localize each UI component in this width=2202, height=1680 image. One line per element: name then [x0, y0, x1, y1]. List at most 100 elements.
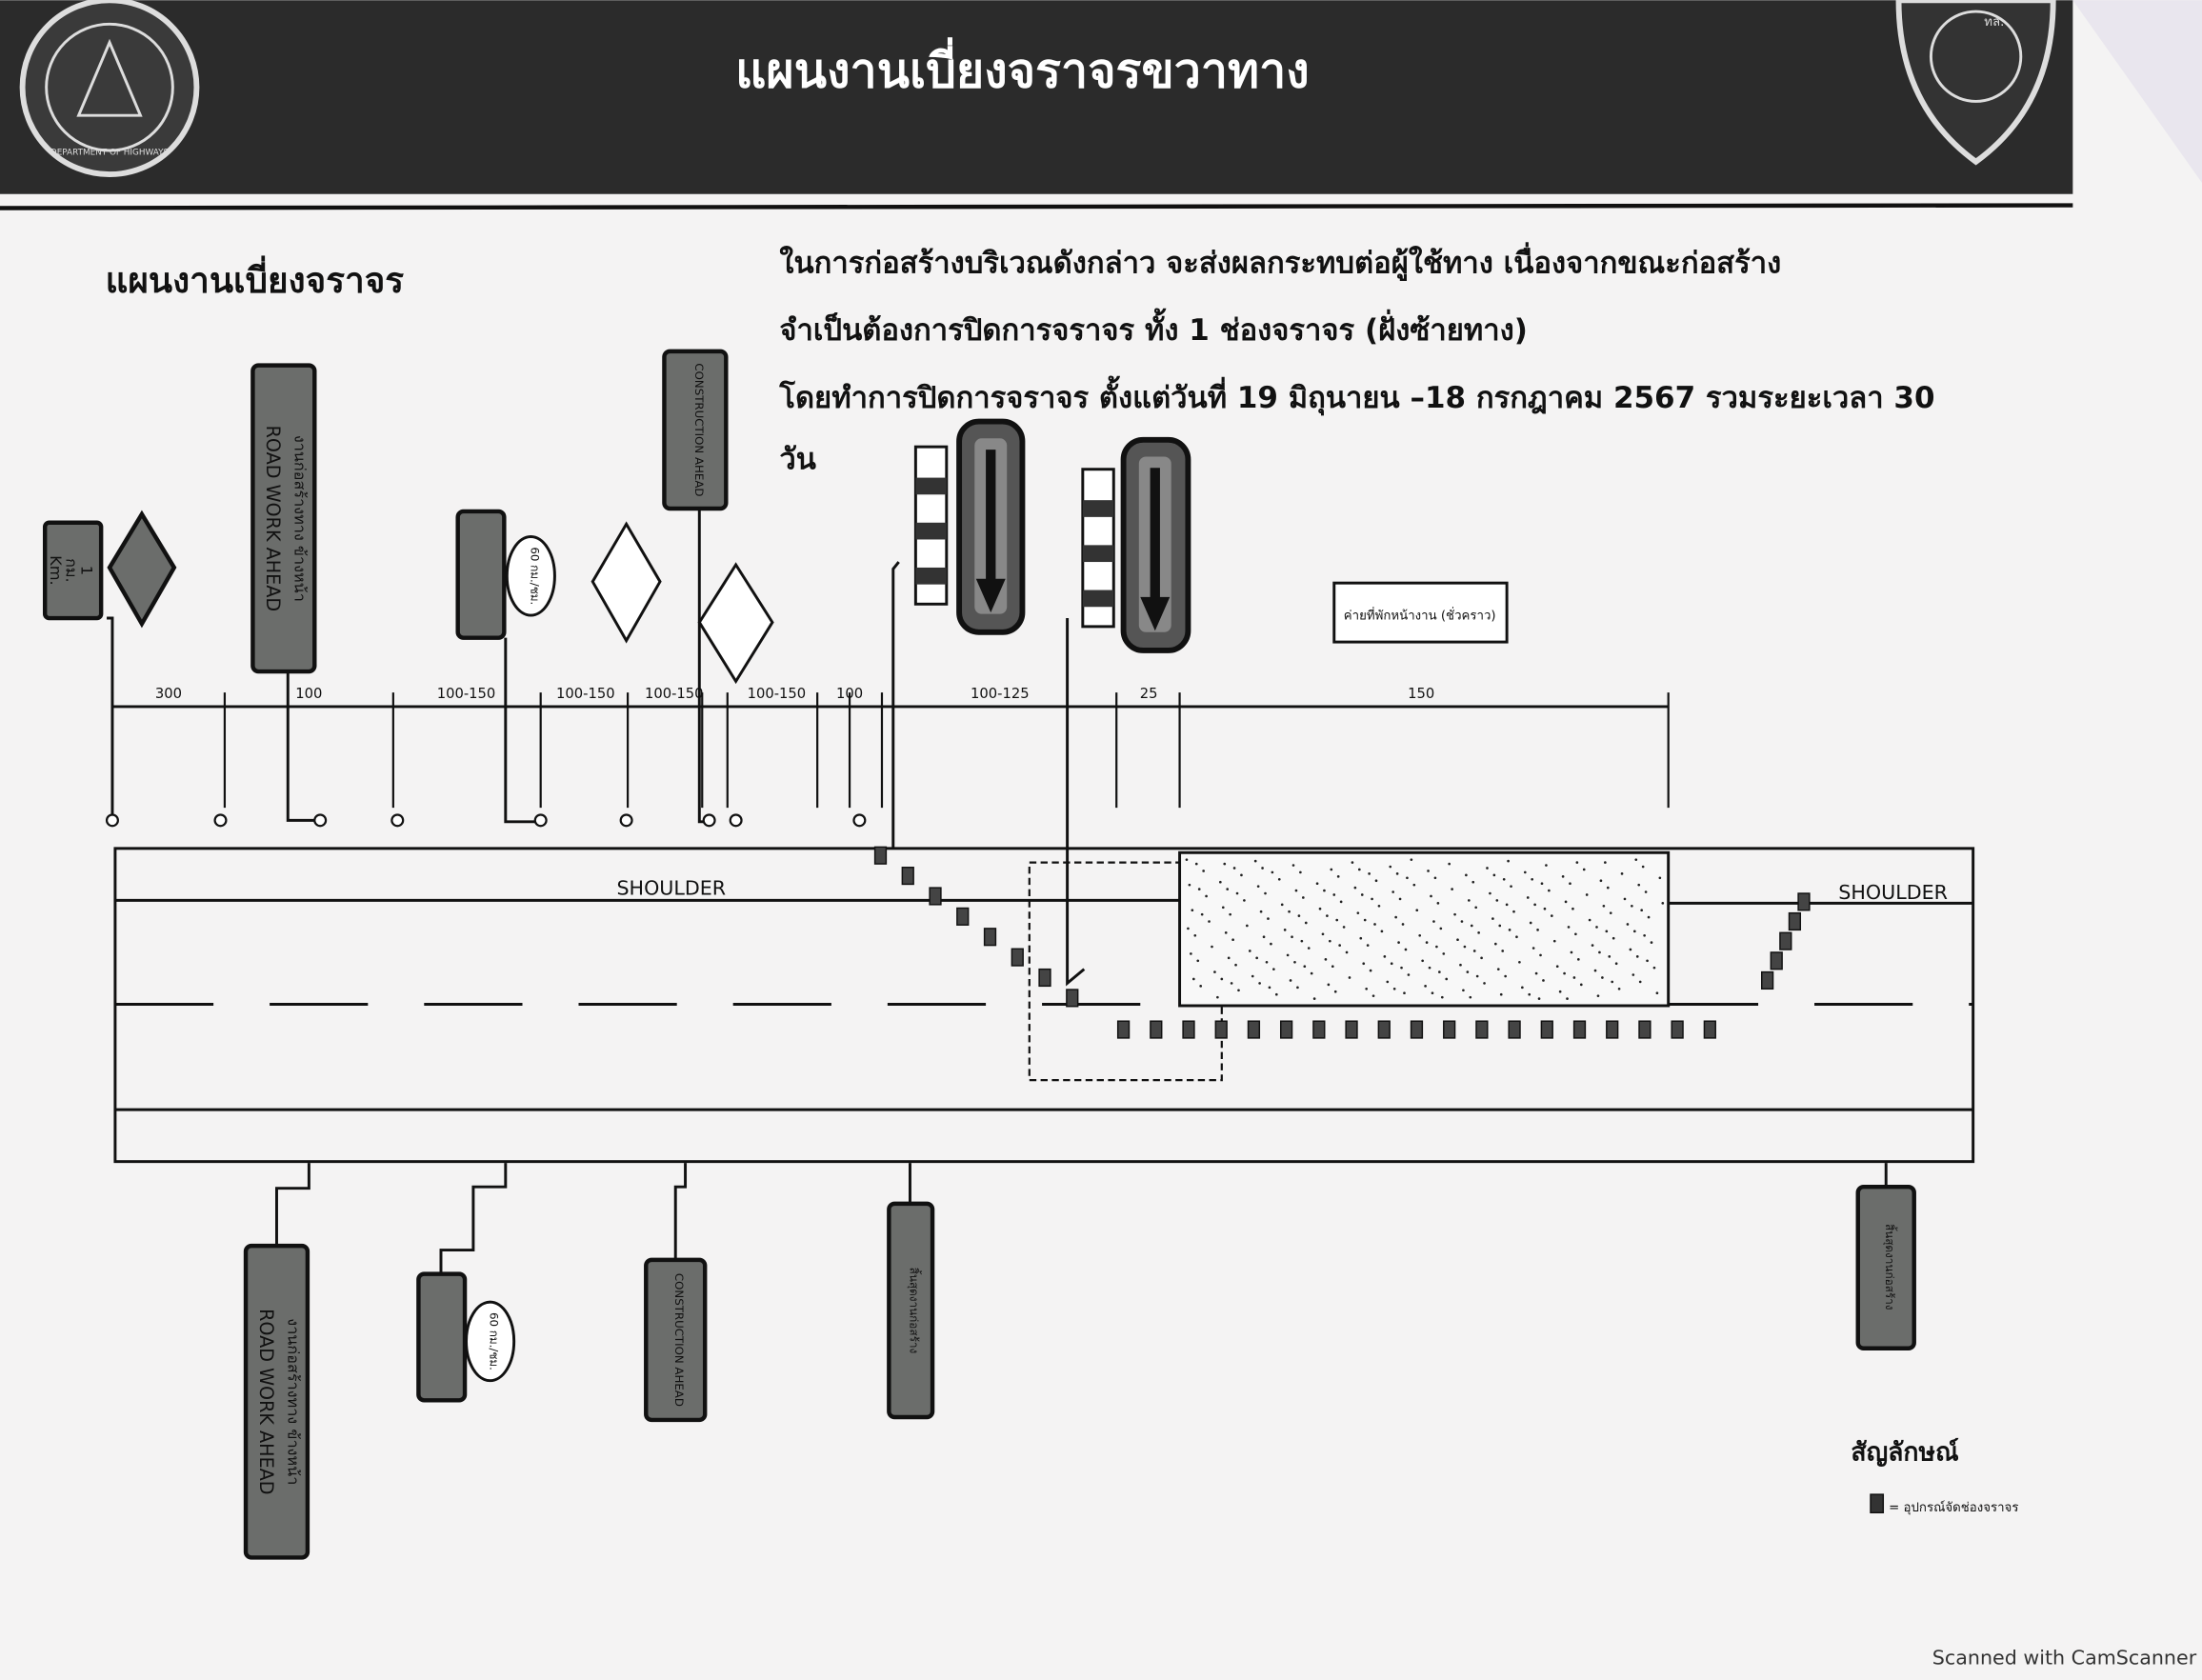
channelizing-device	[1345, 1020, 1358, 1039]
gravel-dot	[1631, 973, 1635, 976]
gravel-dot	[1356, 911, 1360, 915]
gravel-dot	[1232, 867, 1236, 870]
gravel-dot	[1655, 991, 1659, 995]
gravel-dot	[1440, 995, 1444, 999]
shoulder-label-right: SHOULDER	[1838, 881, 1948, 904]
gravel-dot	[1558, 990, 1562, 993]
gravel-dot	[1255, 956, 1258, 960]
gravel-dot	[1226, 888, 1230, 890]
gravel-dot	[1191, 909, 1194, 912]
gravel-dot	[1494, 942, 1497, 946]
sign-post-icon	[702, 813, 716, 828]
gravel-dot	[1326, 914, 1329, 917]
gravel-dot	[1327, 983, 1331, 987]
gravel-dot	[1289, 979, 1292, 982]
gravel-dot	[1368, 872, 1371, 875]
gravel-dot	[1401, 923, 1405, 926]
gravel-dot	[1521, 986, 1524, 990]
gravel-dot	[1304, 921, 1308, 925]
gravel-dot	[1465, 873, 1468, 877]
gravel-dot	[1640, 909, 1644, 912]
gravel-dot	[1550, 914, 1553, 917]
gravel-dot	[1644, 890, 1648, 893]
gravel-dot	[1540, 882, 1544, 886]
gravel-dot	[1605, 930, 1609, 933]
gravel-dot	[1332, 893, 1336, 896]
gravel-dot	[1430, 894, 1432, 898]
gravel-dot	[1462, 989, 1465, 992]
speed-limit-sign-bottom: 60 กม./ชม.	[416, 1163, 516, 1403]
gravel-dot	[1609, 911, 1612, 915]
gravel-dot	[1261, 867, 1264, 870]
camscanner-watermark: Scanned with CamScanner	[1932, 1647, 2197, 1670]
gravel-dot	[1569, 882, 1571, 886]
gravel-dot	[1629, 948, 1632, 951]
gravel-dot	[1442, 952, 1446, 955]
gravel-dot	[1638, 980, 1642, 984]
gravel-dot	[1380, 930, 1384, 933]
gravel-dot	[1531, 947, 1535, 950]
channelizing-device	[1770, 951, 1783, 970]
gravel-dot	[1213, 970, 1216, 973]
gravel-dot	[1576, 958, 1580, 961]
gravel-dot	[1585, 893, 1589, 896]
gravel-dot	[1365, 987, 1369, 990]
gravel-dot	[1193, 933, 1197, 937]
gravel-dot	[1268, 986, 1271, 990]
gravel-dot	[1235, 891, 1239, 895]
gravel-dot	[1518, 960, 1521, 964]
gravel-dot	[1507, 859, 1510, 863]
gravel-dot	[1486, 867, 1489, 870]
gravel-dot	[1435, 945, 1438, 949]
gravel-dot	[1643, 933, 1646, 937]
gravel-dot	[1208, 920, 1211, 923]
gravel-dot	[1555, 965, 1559, 969]
gravel-dot	[1395, 872, 1399, 875]
gravel-dot	[1459, 963, 1462, 967]
gravel-dot	[1599, 879, 1603, 883]
gravel-dot	[1280, 903, 1284, 907]
channelizing-device	[1182, 1020, 1195, 1039]
gravel-dot	[1491, 917, 1494, 920]
gravel-dot	[1470, 924, 1473, 928]
gravel-dot	[1533, 903, 1536, 907]
sign-post-icon	[619, 813, 633, 828]
arrow-board-2	[1120, 436, 1191, 653]
gravel-dot	[1501, 950, 1505, 952]
gravel-dot	[1407, 973, 1411, 976]
gravel-dot	[1425, 941, 1429, 944]
device-icon	[1870, 1493, 1885, 1514]
gravel-dot	[1505, 903, 1509, 907]
sign-text-en: ROAD WORK AHEAD	[262, 426, 284, 611]
gravel-dot	[1324, 958, 1328, 961]
gravel-dot	[1294, 889, 1298, 892]
right-logo-text: ทล.	[1984, 15, 2004, 30]
channelizing-device	[1606, 1020, 1619, 1039]
gravel-dot	[1626, 923, 1630, 926]
gravel-dot	[1545, 864, 1548, 867]
gravel-dot	[1353, 886, 1357, 890]
gravel-dot	[1595, 926, 1598, 929]
gravel-dot	[1312, 997, 1316, 1000]
channelizing-devices	[873, 846, 1811, 1039]
page-title: แผนงานเบี่ยงจราจรขวาทาง	[735, 37, 1310, 99]
gravel-dot	[1267, 917, 1270, 920]
channelizing-device	[1638, 1020, 1652, 1039]
arrow-board-1	[956, 418, 1026, 635]
gravel-dot	[1570, 950, 1573, 954]
gravel-dot	[1542, 979, 1545, 982]
gravel-dot	[1428, 966, 1431, 970]
gravel-dot	[1596, 994, 1600, 997]
gravel-dot	[1291, 935, 1293, 939]
channelizing-device	[1279, 1020, 1293, 1039]
lane-merge-diamond-sign	[591, 521, 662, 644]
sign-text-en: ROAD WORK AHEAD	[255, 1309, 277, 1494]
gravel-dot	[1397, 941, 1400, 944]
gravel-dot	[1602, 904, 1606, 908]
gravel-dot	[1652, 966, 1656, 970]
header-rule	[0, 203, 2073, 210]
lane-shift-diamond-sign	[697, 562, 774, 685]
gravel-dot	[1197, 888, 1201, 890]
gravel-dot	[1483, 982, 1486, 985]
gravel-dot	[1537, 997, 1541, 1000]
